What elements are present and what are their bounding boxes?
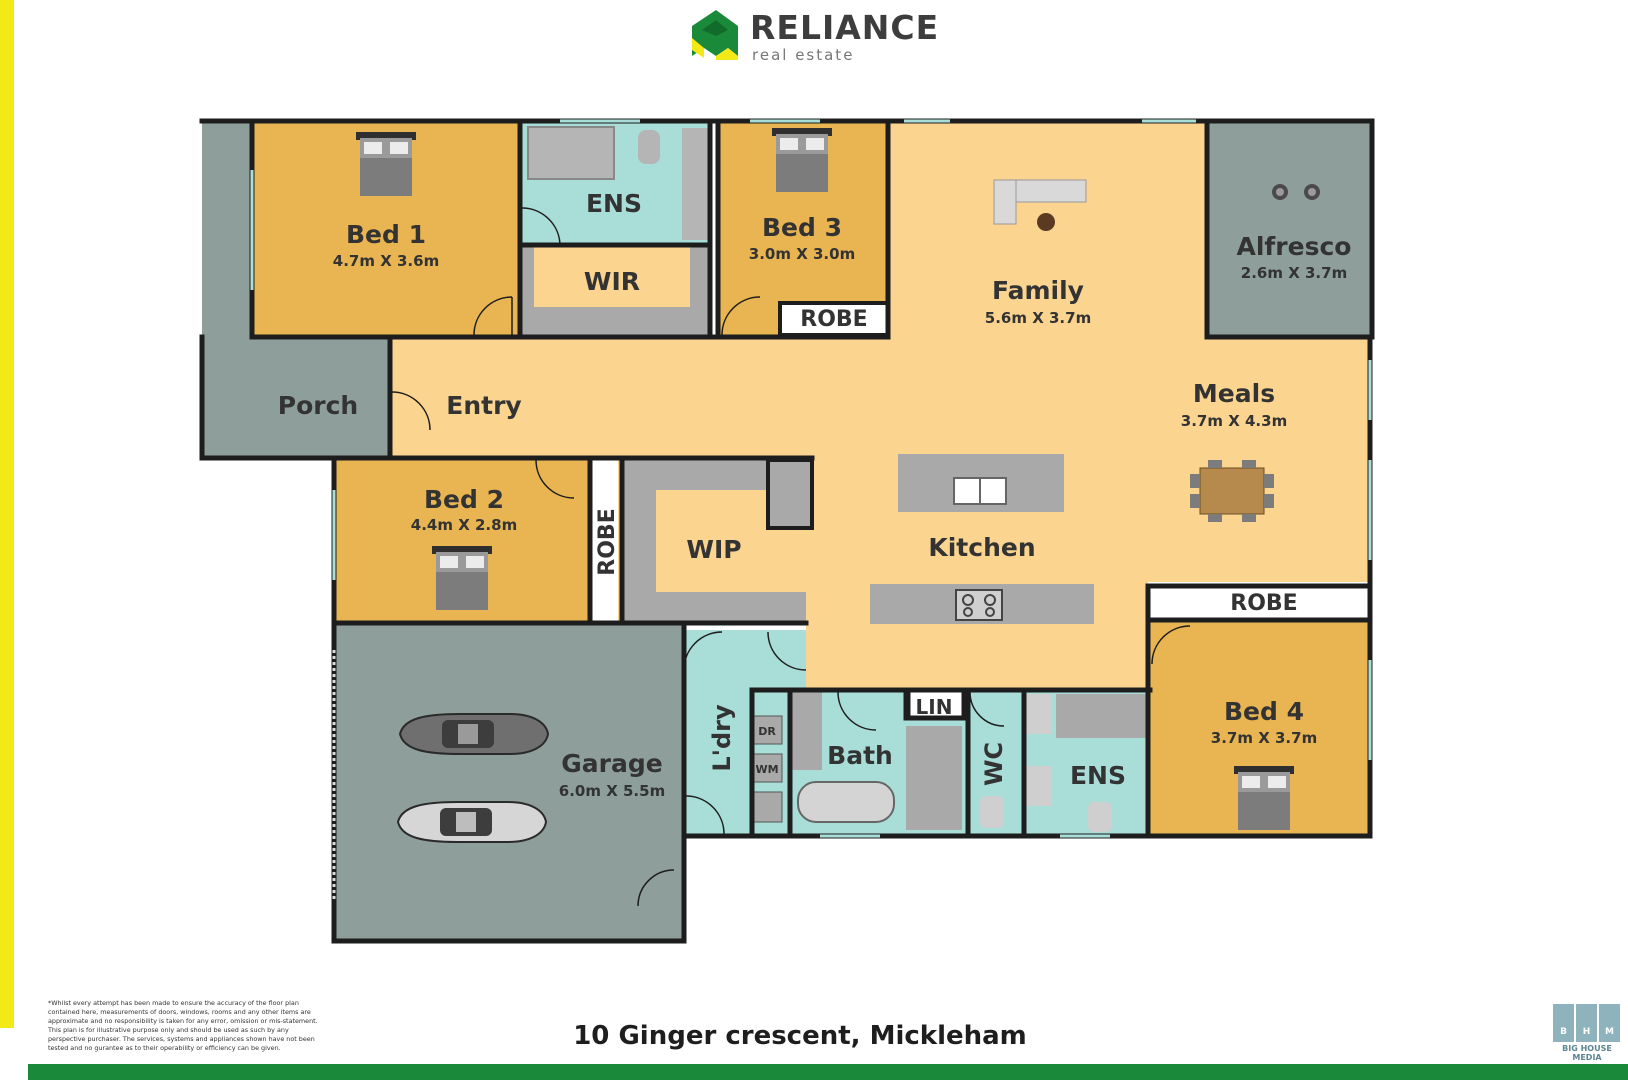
bed2-dims: 4.4m X 2.8m [411,516,517,534]
fixtures [356,126,1320,843]
door-swings [391,207,1191,907]
meals-dims: 3.7m X 4.3m [1181,412,1287,430]
walls [199,118,1375,944]
bed2-icon [432,546,492,610]
vanity-icon [682,128,708,240]
kitchen-label: Kitchen [928,533,1035,562]
garage-label: Garage [561,749,662,778]
car-icon-2 [397,801,547,843]
outdoor-chairs-icon [1272,184,1320,200]
robe4-area [1148,586,1370,618]
robe3-label: ROBE [800,307,867,332]
porch-label: Porch [278,391,358,420]
laundry-tub [751,791,783,823]
wip-shelving [624,460,806,623]
door-swing [969,691,1005,727]
alfresco-label: Alfresco [1237,232,1352,261]
linen-label: LIN [916,695,953,719]
room-labels: Bed 1 4.7m X 3.6m ENS WIR Bed 3 3.0m X 3… [278,189,1352,800]
windows [250,119,1372,838]
brand-name: RELIANCE [750,8,940,47]
bed3-icon [772,128,832,192]
bhm-letter: B [1553,1004,1574,1042]
family-dims: 5.6m X 3.7m [985,309,1091,327]
bed1-icon [356,132,416,196]
cooktop-icon [955,589,1003,621]
car-icon [399,713,549,755]
door-swing [685,795,725,835]
porch-area [202,337,390,458]
door-swing [473,296,513,336]
door-swing [391,391,431,431]
bed3-label: Bed 3 [762,213,842,242]
bed1-label: Bed 1 [346,220,426,249]
bed1-dims: 4.7m X 3.6m [333,252,439,270]
house-logo-icon [692,10,738,60]
door-swing [521,207,561,247]
accent-bar-yellow [0,0,14,1028]
alfresco-area [1207,121,1372,337]
bed2-label: Bed 2 [424,485,504,514]
robe4-label: ROBE [1230,591,1297,616]
bath-label: Bath [827,741,893,770]
dryer-label: DR [758,725,776,738]
door-swing [721,296,761,336]
sofa-icon [993,179,1087,231]
dining-table-icon [1190,460,1274,522]
wir-label: WIR [584,267,640,296]
family-label: Family [992,276,1084,305]
ens2-shower [1056,694,1148,738]
ens2-toilet-icon [1088,802,1112,832]
wip-label: WIP [686,535,741,564]
bhm-name: BIG HOUSE MEDIA [1562,1044,1612,1062]
wc-toilet-icon [980,796,1004,828]
bed4-icon [1234,766,1294,830]
fridge-cavity [766,458,814,530]
robe2-label: ROBE [595,508,620,575]
accent-bar-green [28,1064,1628,1080]
meals-label: Meals [1193,379,1275,408]
big-house-media-logo: B H M BIG HOUSE MEDIA [1548,1004,1626,1062]
toilet-icon [638,130,660,164]
washer-label: WM [755,763,778,776]
alfresco-dims: 2.6m X 3.7m [1241,264,1347,282]
brand-tagline: real estate [752,46,855,64]
bhm-letter: H [1576,1004,1597,1042]
sink-icon [953,477,1007,505]
ens1-label: ENS [586,189,642,218]
robe2-area [590,458,618,623]
disclaimer-text: *Whilst every attempt has been made to e… [48,999,318,1052]
door-swing [767,631,807,671]
reliance-logo: RELIANCE real estate [688,6,948,64]
door-swing [1151,625,1191,665]
wc-label: WC [980,742,1008,786]
bhm-letter: M [1599,1004,1620,1042]
door-swing [637,869,675,907]
door-swing [837,691,877,731]
bed4-dims: 3.7m X 3.7m [1211,729,1317,747]
shower-base [527,126,615,180]
ens2-vanity-bottom [1026,766,1052,806]
ens2-label: ENS [1070,761,1126,790]
door-swing [535,459,575,499]
laundry-label: L'dry [708,704,736,772]
garage-area [334,623,684,941]
property-address: 10 Ginger crescent, Mickleham [573,1021,1027,1051]
wir-shelf-bottom [522,307,708,335]
garage-dims: 6.0m X 5.5m [559,782,665,800]
ens2-vanity-top [1026,694,1052,734]
entry-label: Entry [446,391,521,420]
shower-box [906,726,962,830]
washer-box [751,753,783,783]
outdoor-strip [202,121,252,337]
bhm-mark: B H M [1553,1004,1621,1042]
wir-shelf-right [690,245,708,335]
bath-vanity [792,692,822,770]
bed3-dims: 3.0m X 3.0m [749,245,855,263]
bathtub-icon [797,781,895,823]
bed4-label: Bed 4 [1224,697,1304,726]
